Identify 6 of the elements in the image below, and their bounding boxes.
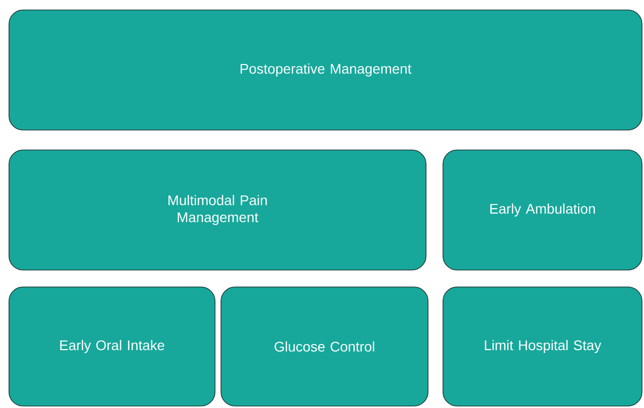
process-box: Glucose Control <box>220 286 428 406</box>
process-box: Multimodal Pain Management <box>8 150 426 270</box>
process-box: Limit Hospital Stay <box>442 286 642 406</box>
process-box: Early Ambulation <box>442 150 642 270</box>
process-box: Postoperative Management <box>8 10 642 130</box>
process-box: Early Oral Intake <box>8 286 216 406</box>
